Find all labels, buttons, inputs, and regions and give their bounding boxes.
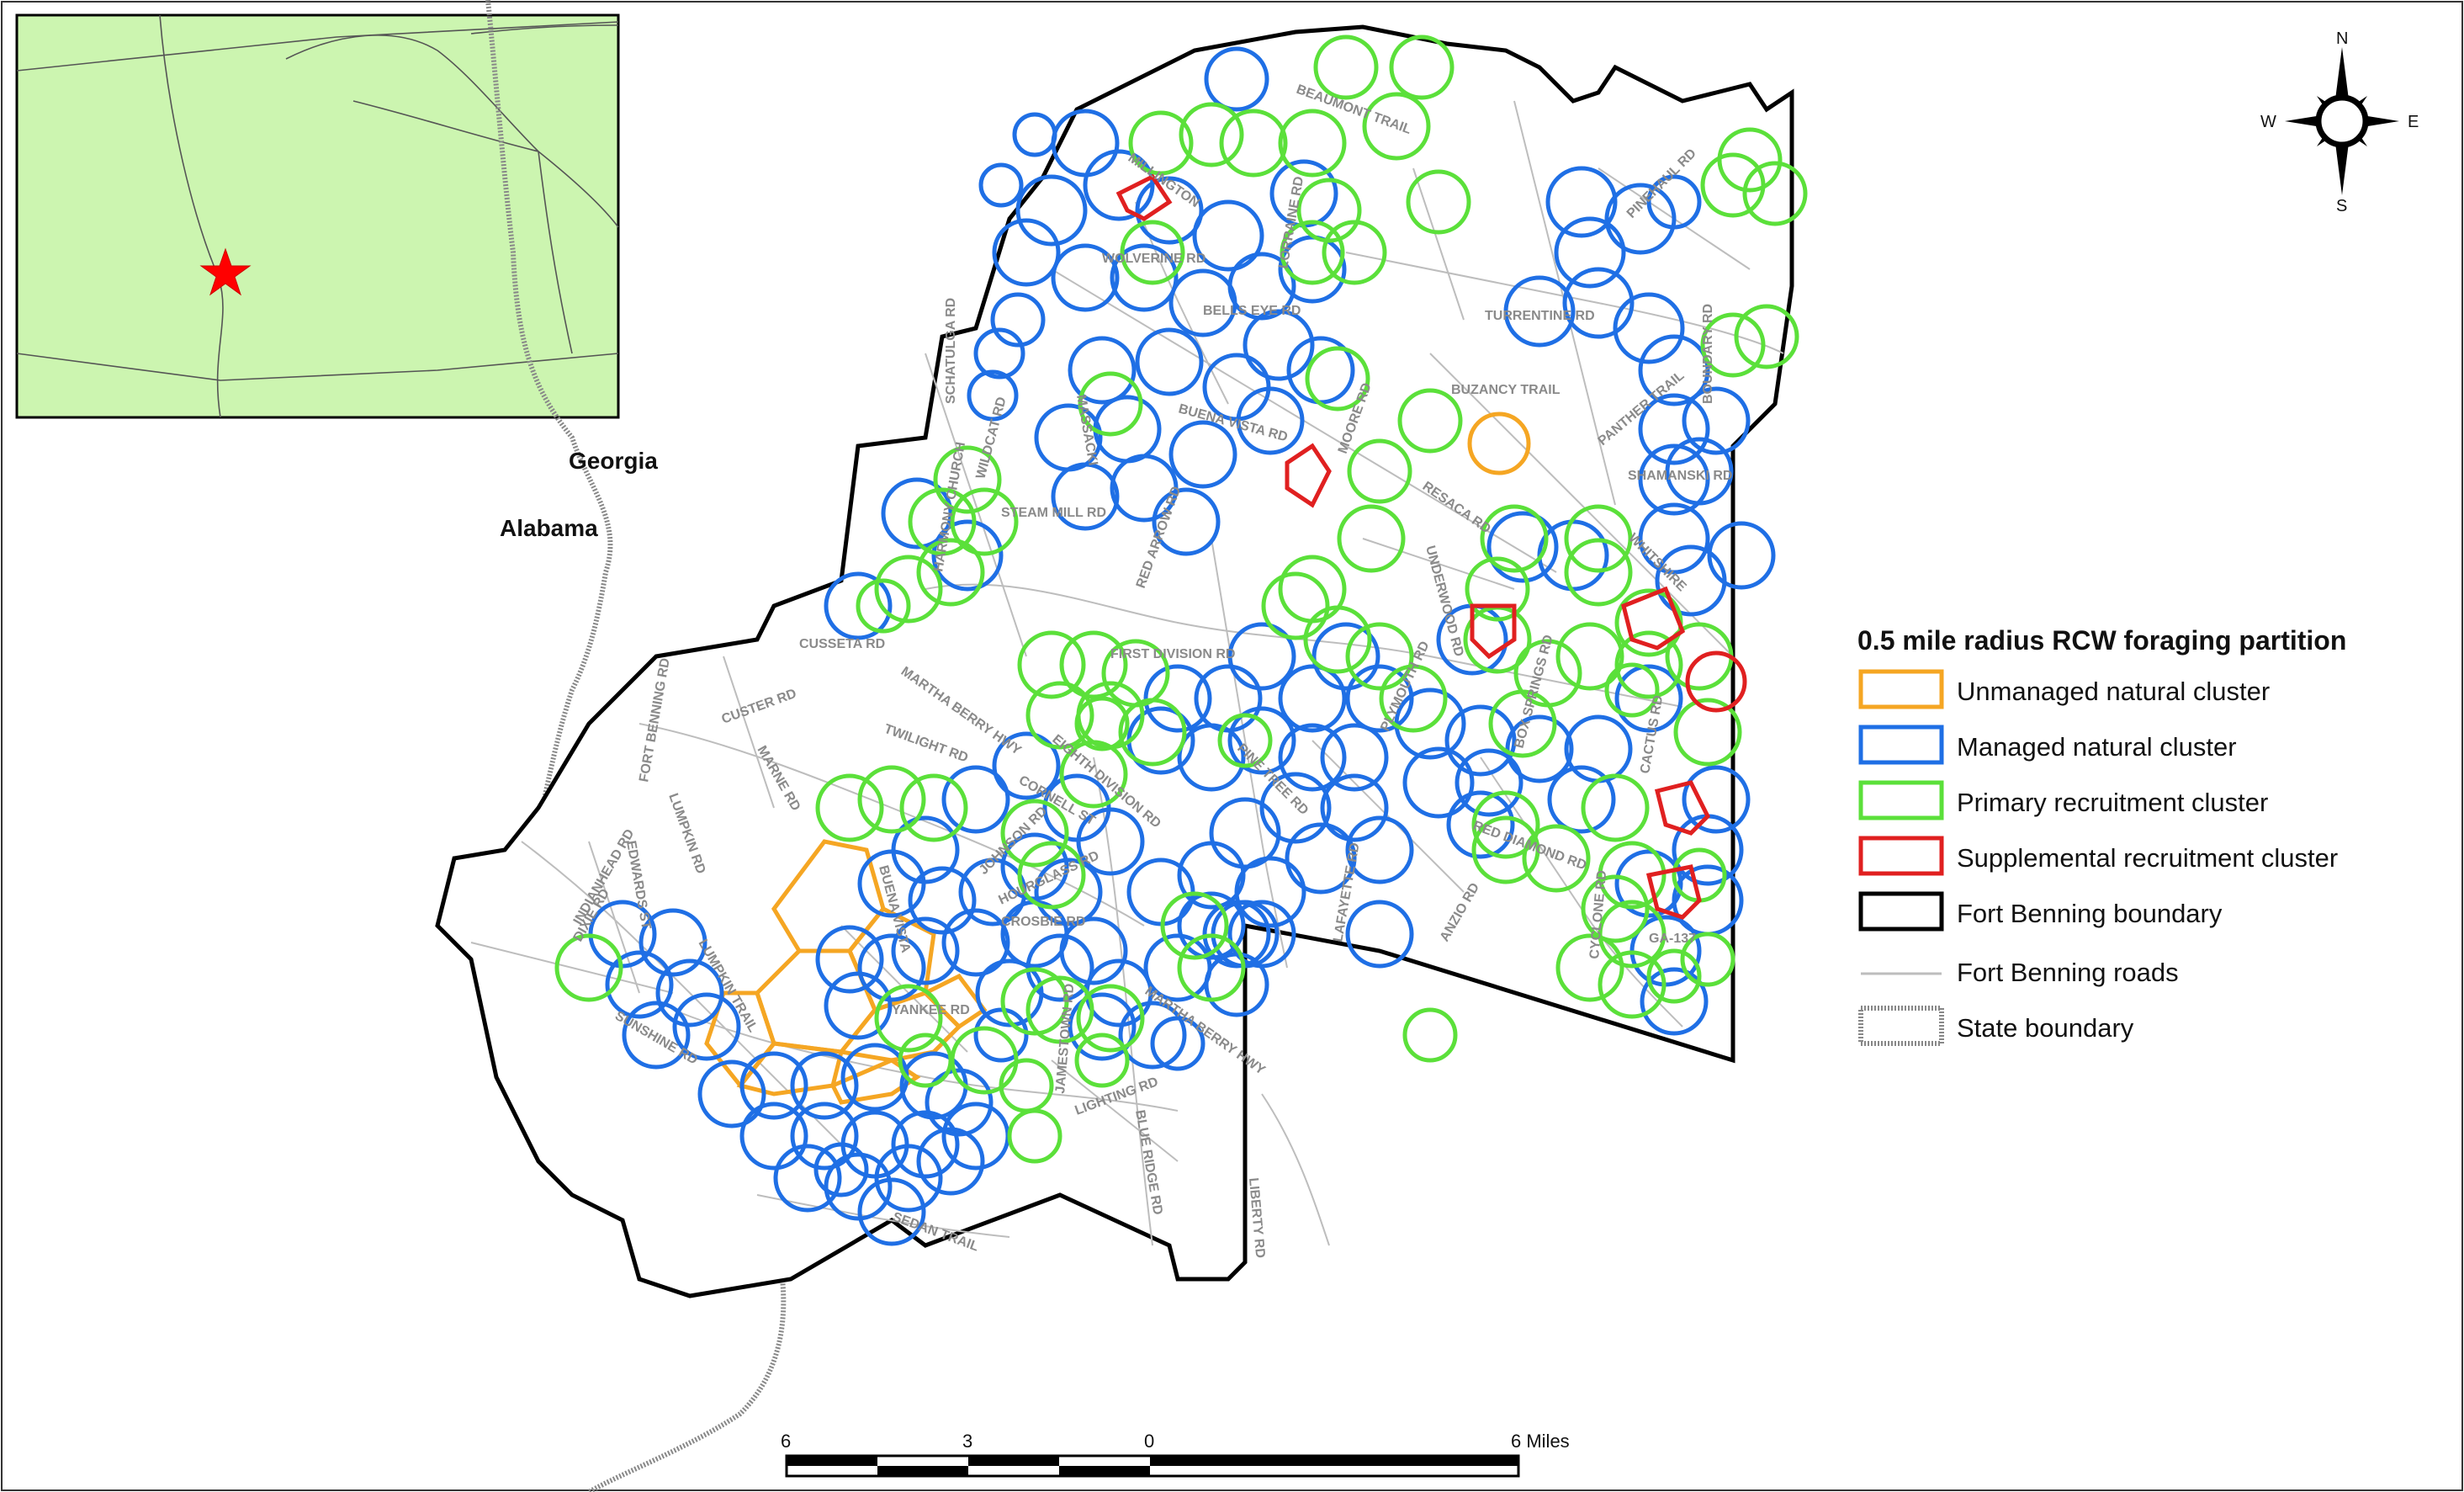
supplemental-recruitment-clusters <box>1115 173 1747 920</box>
legend-label: Primary recruitment cluster <box>1957 788 2268 817</box>
scale-bar: 6 3 0 6 Miles <box>781 1431 1570 1478</box>
main-map: BEAUMONT TRAIL MILLINGTON WOLVERINE RD L… <box>435 0 1808 1492</box>
compass-south-label: S <box>2336 197 2347 215</box>
road-label: CROSBIE RD <box>1001 915 1085 929</box>
legend-swatch-managed <box>1858 725 1944 765</box>
road-label: YANKEE RD <box>892 1003 970 1017</box>
road-label: SHAMANSKI RD <box>1628 469 1732 483</box>
road-label: TURRENTINE RD <box>1485 309 1595 323</box>
scale-tick-label: 3 <box>962 1431 972 1452</box>
road-label: BELLS EYE RD <box>1203 304 1301 318</box>
road-label: BOUNDARY RD <box>1701 304 1715 404</box>
primary-recruitment-clusters <box>554 35 1808 1164</box>
scale-tick-label: 0 <box>1144 1431 1154 1452</box>
road-label: SCHATULGA RD <box>944 298 958 404</box>
state-label-alabama: Alabama <box>500 515 598 541</box>
legend-swatch-primary <box>1858 780 1944 820</box>
legend-label: Supplemental recruitment cluster <box>1957 843 2338 873</box>
road-label: CUSSETA RD <box>799 637 885 651</box>
legend: 0.5 mile radius RCW foraging partition U… <box>1857 625 2346 1046</box>
road-label: STEAM MILL RD <box>1001 506 1106 520</box>
scale-tick-label: 6 <box>781 1431 791 1452</box>
road-label: BUZANCY TRAIL <box>1451 383 1561 397</box>
compass-north-label: N <box>2336 29 2348 48</box>
scale-tick-label: 6 Miles <box>1511 1431 1570 1452</box>
north-arrow-icon: N S E W <box>2260 29 2419 215</box>
legend-swatch-supplemental <box>1858 836 1944 876</box>
compass-east-label: E <box>2408 113 2419 131</box>
inset-map <box>15 13 620 419</box>
legend-label: Fort Benning boundary <box>1957 899 2223 928</box>
legend-swatch-state <box>1858 1006 1944 1046</box>
legend-swatch-unmanaged <box>1858 669 1944 709</box>
road-label: GA-137 <box>1649 932 1696 946</box>
road-label: WOLVERINE RD <box>1102 252 1206 266</box>
compass-west-label: W <box>2260 113 2276 131</box>
legend-label: Fort Benning roads <box>1957 958 2179 987</box>
red-star-icon <box>199 247 252 296</box>
fort-benning-boundary <box>435 24 1794 1298</box>
road-label: FIRST DIVISION RD <box>1110 647 1235 661</box>
legend-swatch-boundary <box>1858 891 1944 932</box>
legend-title: 0.5 mile radius RCW foraging partition <box>1857 625 2346 656</box>
legend-label: State boundary <box>1957 1013 2134 1043</box>
legend-label: Managed natural cluster <box>1957 732 2237 762</box>
legend-label: Unmanaged natural cluster <box>1957 677 2270 706</box>
state-label-georgia: Georgia <box>569 448 658 474</box>
